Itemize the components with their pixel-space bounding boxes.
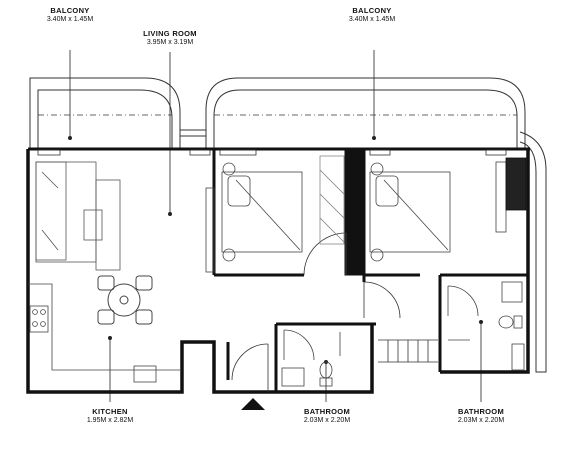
- bedroom-1: [205, 162, 347, 276]
- room-name: BALCONY: [50, 6, 90, 15]
- hall-doors: [363, 281, 438, 363]
- entrance-arrow-icon: [241, 398, 265, 410]
- room-name: BALCONY: [352, 6, 392, 15]
- room-name: KITCHEN: [92, 407, 128, 416]
- room-dims: 1.95M x 2.82M: [86, 417, 134, 424]
- toilet-icon: [319, 361, 333, 387]
- bathroom-mid: [281, 329, 341, 387]
- room-name: LIVING ROOM: [143, 29, 197, 38]
- kitchen-counter: [28, 283, 180, 383]
- windows: [37, 149, 507, 156]
- bed-icon: [369, 162, 451, 262]
- bedroom-2: [369, 157, 527, 262]
- bathroom-right: [447, 281, 525, 371]
- sofa-icon: [35, 161, 121, 271]
- room-name: BATHROOM: [303, 407, 350, 416]
- label-balcony-left: BALCONY 3.40M x 1.45M: [30, 6, 110, 23]
- room-dims: 3.40M x 1.45M: [348, 16, 396, 23]
- label-balcony-right: BALCONY 3.40M x 1.45M: [332, 6, 412, 23]
- dining-table-icon: [97, 275, 153, 325]
- balcony-connector: [180, 129, 206, 137]
- balcony-right: [205, 77, 526, 148]
- label-bathroom-mid: BATHROOM 2.03M x 2.20M: [285, 407, 369, 424]
- sink-icon: [281, 367, 305, 387]
- toilet-icon: [498, 315, 523, 329]
- sink-icon: [501, 281, 523, 303]
- wardrobe: [319, 155, 345, 245]
- room-name: BATHROOM: [457, 407, 504, 416]
- bed-icon: [221, 162, 303, 262]
- room-dims: 2.03M x 2.20M: [457, 417, 505, 424]
- label-kitchen: KITCHEN 1.95M x 2.82M: [70, 407, 150, 424]
- label-living-room: LIVING ROOM 3.95M x 3.19M: [128, 29, 212, 46]
- stove-icon: [32, 309, 46, 327]
- room-dims: 2.03M x 2.20M: [303, 417, 351, 424]
- room-dims: 3.40M x 1.45M: [46, 16, 94, 23]
- room-dims: 3.95M x 3.19M: [146, 39, 194, 46]
- label-bathroom-right: BATHROOM 2.03M x 2.20M: [439, 407, 523, 424]
- exterior-walls: [26, 147, 530, 394]
- entrance-door: [231, 343, 269, 392]
- balcony-left: [29, 77, 181, 148]
